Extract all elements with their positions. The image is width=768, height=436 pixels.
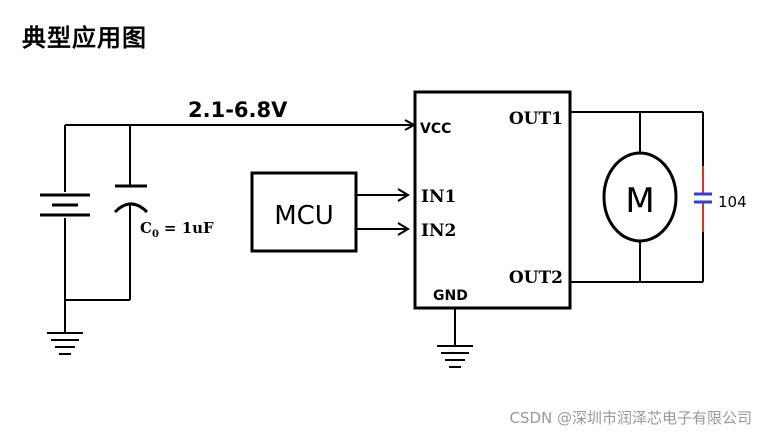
mcu-box: [250, 171, 358, 253]
pin-vcc-label: VCC: [420, 121, 451, 137]
capacitor-c0-label: C0 = 1uF: [140, 219, 214, 240]
pin-gnd-label: GND: [433, 288, 468, 304]
capacitor-c0-symbol: [65, 125, 149, 301]
mcu-label: MCU: [274, 201, 334, 231]
motor-symbol: [602, 112, 678, 282]
in1-signal-arrow: [356, 188, 410, 202]
vcc-pin-arrow: [404, 119, 417, 131]
capacitor-subscript: 0: [152, 229, 159, 240]
motor-capacitor-label: 104: [718, 193, 747, 211]
in2-signal-arrow: [356, 222, 410, 236]
pin-in1-label: IN1: [421, 187, 456, 207]
motor-capacitor-symbol: [694, 112, 712, 282]
watermark-text: CSDN @深圳市润泽芯电子有限公司: [509, 409, 752, 427]
pin-out2-label: OUT2: [509, 268, 563, 288]
driver-ic-box: [413, 90, 572, 310]
pin-in2-label: IN2: [421, 221, 456, 241]
supply-voltage-label: 2.1-6.8V: [188, 98, 288, 122]
page-title: 典型应用图: [22, 24, 147, 52]
capacitor-value: = 1uF: [164, 219, 214, 237]
capacitor-symbol: C: [140, 219, 152, 237]
ground-symbol-left: [47, 300, 83, 355]
ground-symbol-ic: [437, 308, 473, 368]
pin-out1-label: OUT1: [509, 109, 563, 129]
motor-label: M: [625, 181, 654, 221]
